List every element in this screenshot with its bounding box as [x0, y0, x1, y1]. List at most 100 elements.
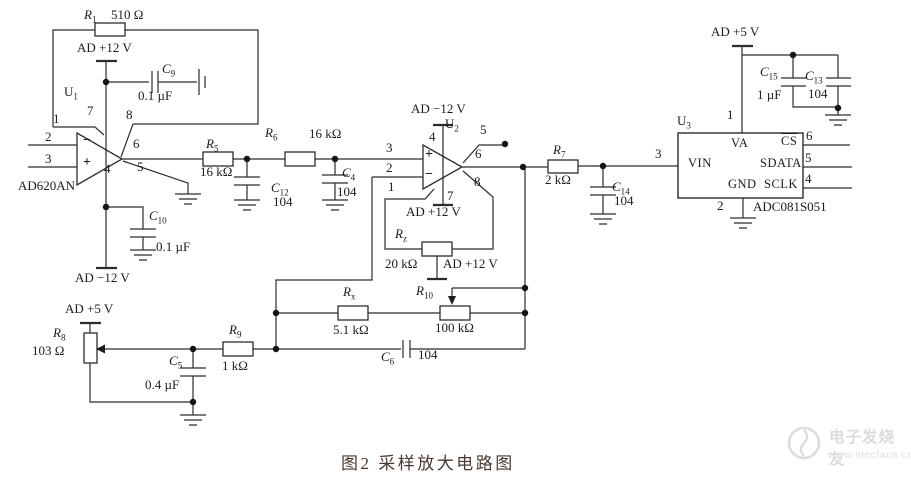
u3-pin5-label: 5	[805, 150, 812, 165]
rx-ref-label: Rx	[343, 284, 356, 302]
u2-neg-supply-label: AD −12 V	[411, 101, 466, 116]
r8-value-label: 103 Ω	[32, 343, 65, 358]
u3-sclk-pin-label: SCLK	[764, 177, 798, 191]
u1-pin4-label: 4	[104, 161, 111, 176]
u2-ref-label: U2	[445, 116, 459, 134]
c15-value-label: 1 µF	[757, 87, 782, 102]
u2-pos-supply-label: AD +12 V	[406, 204, 461, 219]
u3-sdata-pin-label: SDATA	[760, 156, 802, 170]
figure-caption: 图2 采样放大电路图	[341, 454, 515, 473]
r8-ref-label: R8	[53, 325, 66, 343]
rz-ref-label: Rz	[395, 226, 407, 244]
c14-value-label: 104	[614, 193, 634, 208]
r10-ref-label: R10	[416, 283, 433, 301]
r5-value-label: 16 kΩ	[200, 164, 233, 179]
c13-value-label: 104	[808, 86, 828, 101]
r8-body	[83, 332, 98, 364]
u2-pin7-label: 7	[447, 188, 454, 203]
c4-ref-label: C4	[342, 165, 356, 183]
u1-pin8-label: 8	[126, 107, 133, 122]
r10-wiper-arrow-icon	[448, 296, 456, 305]
c10-ref-label: C10	[149, 208, 167, 226]
c9-value-label: 0.1 µF	[138, 88, 173, 103]
r7-value-label: 2 kΩ	[545, 172, 571, 187]
r10-body	[439, 305, 471, 321]
u3-cs-pin-label: CS	[781, 134, 798, 148]
c15-ref-label: C15	[760, 64, 778, 82]
u3-ref-label: U3	[677, 113, 691, 131]
u1-neg-supply-label: AD −12 V	[75, 270, 130, 285]
r10-value-label: 100 kΩ	[435, 320, 474, 335]
c10-value-label: 0.1 µF	[156, 239, 191, 254]
r9-body	[222, 341, 254, 357]
c12-ref-label: C12	[271, 180, 289, 198]
u1-plus-input-sign: +	[83, 155, 91, 170]
r6-value-label: 16 kΩ	[309, 126, 342, 141]
wires-u2-stage	[80, 123, 548, 415]
c4-value-label: 104	[337, 184, 357, 199]
c13-ref-label: C13	[805, 68, 823, 86]
u3-supply-label: AD +5 V	[711, 24, 760, 39]
u1-pin1-label: 1	[53, 111, 60, 126]
r1-value-label: 510 Ω	[111, 7, 144, 22]
u2-pin4-label: 4	[429, 129, 436, 144]
r7-ref-label: R7	[553, 142, 566, 160]
c6-value-label: 104	[418, 347, 438, 362]
u3-pin1-label: 1	[727, 107, 734, 122]
u2-pin2-label: 2	[386, 160, 393, 175]
r9-ref-label: R9	[229, 322, 242, 340]
elecfans-logo-icon	[787, 426, 821, 460]
u2-pin8-label: 8	[474, 174, 481, 189]
r6-ref-label: R6	[265, 125, 278, 143]
r8-wiper-arrow-icon	[96, 344, 105, 354]
u3-pin3-label: 3	[655, 146, 662, 161]
rz-wiper-supply-label: AD +12 V	[443, 256, 498, 271]
u2-pin3-label: 3	[386, 140, 393, 155]
r6-body	[284, 151, 316, 167]
resistor-bodies	[83, 22, 579, 364]
u3-vin-pin-label: VIN	[688, 156, 712, 170]
u1-pin6-label: 6	[133, 136, 140, 151]
u2-pin1-label: 1	[388, 179, 395, 194]
watermark: 电子发烧友 www.elecfans.com	[783, 416, 911, 478]
c12-value-label: 104	[273, 194, 293, 209]
r5-body	[202, 151, 234, 167]
u1-minus-input-sign: −	[83, 133, 91, 148]
rx-body	[337, 305, 369, 321]
r9-value-label: 1 kΩ	[222, 358, 248, 373]
u2-plus-input-sign: +	[425, 147, 433, 162]
watermark-site: www.elecfans.com	[828, 449, 911, 461]
u1-pos-supply-label: AD +12 V	[77, 40, 132, 55]
r5-ref-label: R5	[206, 136, 219, 154]
r1-ref-label: R1	[84, 7, 97, 25]
c14-ref-label: C14	[612, 179, 630, 197]
c5-ref-label: C5	[169, 353, 183, 371]
u1-ref-label: U1	[64, 84, 78, 102]
u3-pin2-label: 2	[717, 198, 724, 213]
wires-u3-stage	[578, 44, 852, 218]
u3-part-label: ADC081S051	[753, 199, 827, 214]
c9-ref-label: C9	[162, 61, 176, 79]
u3-adc-box	[677, 132, 804, 199]
junction-dots	[102, 51, 842, 406]
u3-pin4-label: 4	[805, 171, 812, 186]
u1-part-label: AD620AN	[18, 178, 76, 193]
u1-opamp-symbol	[76, 131, 124, 187]
u2-pin5-label: 5	[480, 122, 487, 137]
c5-value-label: 0.4 µF	[145, 377, 180, 392]
r7-body	[547, 159, 579, 174]
rx-value-label: 5.1 kΩ	[333, 322, 369, 337]
u2-pin6-label: 6	[475, 146, 482, 161]
rz-value-label: 20 kΩ	[385, 256, 418, 271]
u1-pin5-label: 5	[137, 159, 144, 174]
r8-supply-label: AD +5 V	[65, 301, 114, 316]
u1-pin2-label: 2	[45, 129, 52, 144]
rz-body	[421, 241, 453, 257]
u1-pin3-label: 3	[45, 151, 52, 166]
u1-pin7-label: 7	[87, 103, 94, 118]
c6-ref-label: C6	[381, 349, 395, 367]
r1-body	[94, 22, 126, 37]
u2-minus-input-sign: −	[425, 167, 433, 182]
